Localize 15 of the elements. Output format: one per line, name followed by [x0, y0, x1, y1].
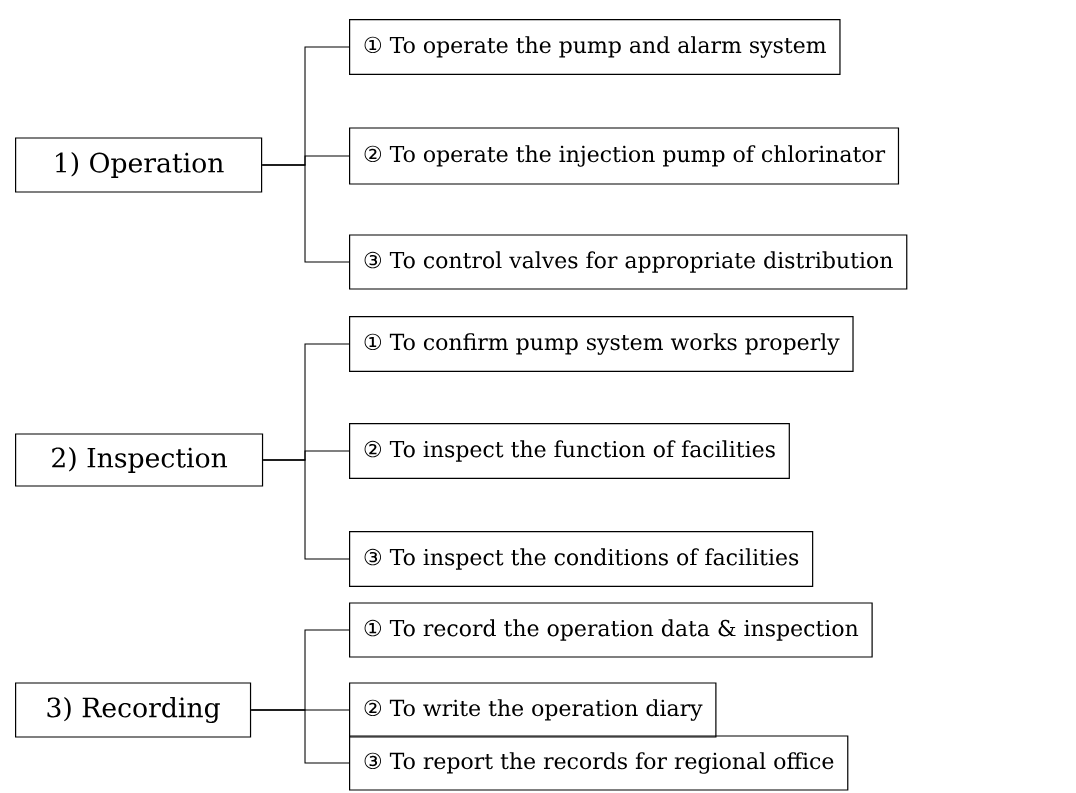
task-box: ③ To inspect the conditions of facilities [349, 530, 814, 588]
connector-line [250, 709, 350, 764]
task-box: ① To operate the pump and alarm system [349, 18, 841, 76]
task-box: ① To confirm pump system works properly [349, 315, 854, 373]
category-box: 2) Inspection [15, 433, 264, 487]
task-box: ① To record the operation data & inspection [349, 602, 873, 658]
connector-line [261, 164, 350, 263]
category-box: 1) Operation [15, 137, 263, 193]
category-box: 3) Recording [15, 682, 252, 738]
task-box: ② To write the operation diary [349, 682, 717, 738]
task-box: ② To operate the injection pump of chlorinator [349, 127, 900, 185]
task-box: ② To inspect the function of facilities [349, 422, 790, 480]
task-box: ③ To report the records for regional office [349, 735, 849, 791]
task-box: ③ To control valves for appropriate distribution [349, 234, 908, 290]
connector-line [262, 459, 350, 560]
